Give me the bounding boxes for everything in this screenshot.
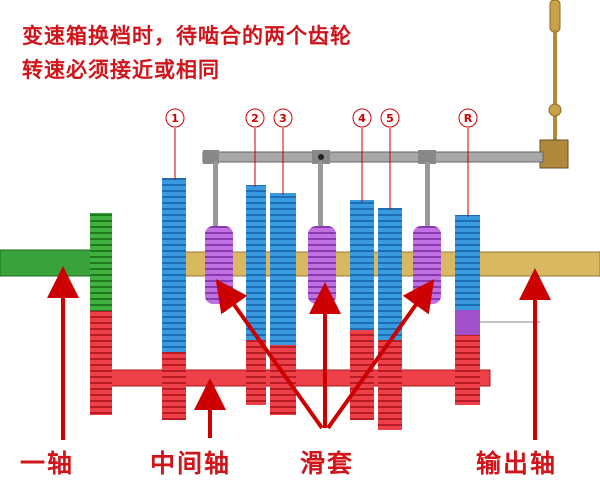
gear-5 [378,208,402,430]
arrow-sleeve-1 [215,278,324,430]
gear-reverse [455,215,540,405]
gear-label-5: 5 [386,112,394,125]
input-gear [90,213,112,311]
arrow-sleeve-3 [326,278,435,430]
sleeve-1 [205,226,233,304]
gear-label-r: R [464,112,473,125]
title-line-1: 变速箱换档时，待啮合的两个齿轮 [22,24,352,48]
label-output-shaft: 输出轴 [476,449,558,478]
shift-lever [539,0,569,169]
gear-label-3: 3 [279,112,287,125]
gear-2 [246,185,266,405]
label-input-shaft: 一轴 [20,449,75,478]
label-countershaft: 中间轴 [150,449,232,478]
gear-3 [270,193,296,415]
input-shaft [0,249,101,277]
pointer-arrows [47,266,551,440]
gear-callouts [165,108,478,217]
gear-label-4: 4 [358,112,366,125]
shift-rod [202,150,544,226]
gear-label-2: 2 [251,112,259,125]
sleeve-3 [413,226,441,304]
sleeve-2 [308,226,336,304]
countershaft-drive-gear [90,311,112,415]
label-sleeve: 滑套 [300,449,355,478]
title-line-2: 转速必须接近或相同 [22,58,220,82]
gear-4 [350,200,374,420]
gear-label-1: 1 [171,112,179,125]
gear-1 [162,178,186,420]
